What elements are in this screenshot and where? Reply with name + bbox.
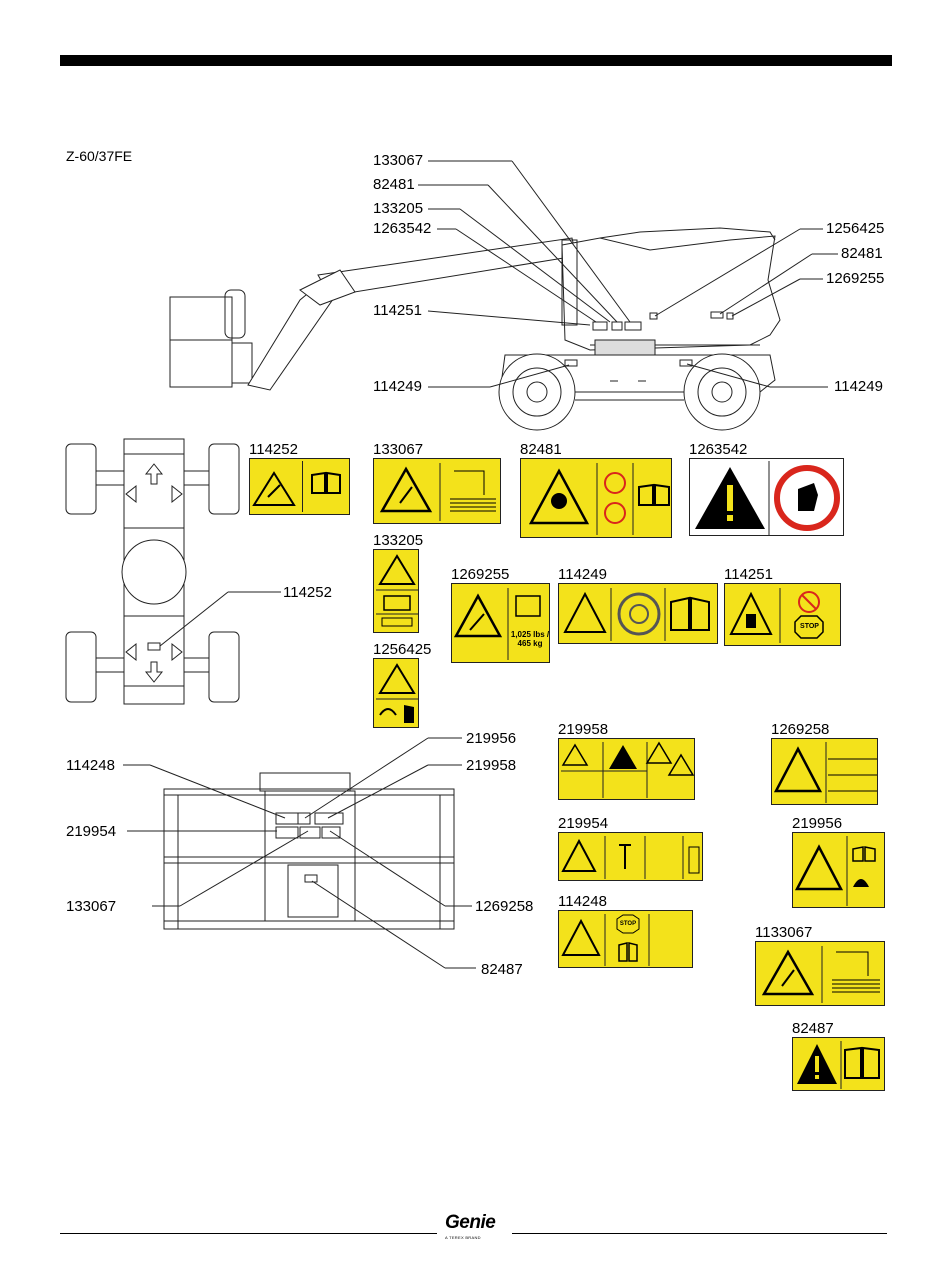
callout-label: 1263542 xyxy=(373,220,432,237)
danger-no-touch-icon xyxy=(695,461,840,535)
callout-label: 1269255 xyxy=(826,270,885,287)
load-capacity-icon xyxy=(561,836,700,879)
platform-front-view xyxy=(123,737,476,969)
callout-label: 114249 xyxy=(834,378,883,395)
decal-title: 114248 xyxy=(558,893,607,910)
callout-label: 219958 xyxy=(466,757,517,774)
fall-hazard-icon xyxy=(561,914,650,966)
callout-label: 219956 xyxy=(466,730,517,747)
genie-logo: Genie xyxy=(445,1212,496,1233)
tip-over-warning-icon xyxy=(453,588,541,660)
model-title: Z-60/37FE xyxy=(66,148,133,164)
decal-title: 1269255 xyxy=(451,566,510,583)
pinch-warning-icon xyxy=(376,663,418,723)
decal-title: 219958 xyxy=(558,721,609,738)
header-bar xyxy=(60,55,892,66)
no-smoking-fuel-icon xyxy=(729,588,824,643)
stop-sign-text: STOP xyxy=(800,623,819,630)
tip-over-warning-icon xyxy=(794,836,876,906)
decal-title: 219954 xyxy=(558,815,609,832)
decal-219958 xyxy=(558,738,695,800)
callout-label: 133205 xyxy=(373,200,424,217)
decal-title: 133205 xyxy=(373,532,424,549)
decal-114248: STOP xyxy=(558,910,693,968)
decal-1269255: 1,025 lbs / 465 kg xyxy=(451,583,550,663)
decal-219954 xyxy=(558,832,703,881)
multi-hazard-icon xyxy=(561,741,694,798)
decal-114249 xyxy=(558,583,718,644)
decal-title: 1263542 xyxy=(689,441,748,458)
decal-title: 82487 xyxy=(792,1020,834,1037)
decal-1133067 xyxy=(755,941,885,1006)
callout-label: 1269258 xyxy=(475,898,534,915)
tip-over-warning-icon xyxy=(773,742,877,803)
decal-219956 xyxy=(792,832,885,908)
machine-top-view xyxy=(65,438,281,705)
callout-label: 82481 xyxy=(841,245,883,262)
decal-114252 xyxy=(249,458,350,515)
callout-label: 133067 xyxy=(373,152,424,169)
decal-title: 1269258 xyxy=(771,721,830,738)
decal-title: 114252 xyxy=(249,441,298,458)
decal-82481 xyxy=(520,458,672,538)
callout-label: 82481 xyxy=(373,176,415,193)
callout-label: 114249 xyxy=(373,378,422,395)
read-manual-warning-icon xyxy=(797,1041,880,1089)
callout-label: 219954 xyxy=(66,823,117,840)
footer-rule-right xyxy=(512,1233,887,1234)
callout-label: 114252 xyxy=(283,584,332,601)
callout-label: 133067 xyxy=(66,898,117,915)
decal-1263542 xyxy=(689,458,844,536)
decal-1256425 xyxy=(373,658,419,728)
stop-sign-text: STOP xyxy=(619,921,637,927)
decal-133067 xyxy=(373,458,501,524)
callout-label: 1256425 xyxy=(826,220,885,237)
brand-tagline: A TEREX BRAND xyxy=(445,1235,481,1240)
decal-title: 114251 xyxy=(724,566,773,583)
callout-label: 114248 xyxy=(66,757,115,774)
decal-title: 114249 xyxy=(558,566,607,583)
callout-label: 82487 xyxy=(481,961,523,978)
decal-title: 133067 xyxy=(373,441,424,458)
tire-warning-icon xyxy=(563,588,710,641)
decal-title: 1256425 xyxy=(373,641,432,658)
decal-82487 xyxy=(792,1037,885,1091)
decal-114251: STOP xyxy=(724,583,841,646)
decal-1269258 xyxy=(771,738,878,805)
capacity-text: 1,025 lbs / 465 kg xyxy=(510,630,550,648)
decal-title: 82481 xyxy=(520,441,562,458)
electrocution-warning-icon xyxy=(761,946,880,1003)
warning-triangle-icon xyxy=(252,471,296,506)
footer-rule-left xyxy=(60,1233,437,1234)
crush-hazard-icon xyxy=(528,463,670,535)
electrocution-warning-icon xyxy=(379,463,496,521)
decal-title: 219956 xyxy=(792,815,843,832)
battery-warning-icon xyxy=(376,554,418,627)
decal-133205 xyxy=(373,549,419,633)
machine-side-view xyxy=(169,160,838,431)
manual-book-icon xyxy=(311,471,341,494)
decal-title: 1133067 xyxy=(755,924,813,941)
callout-label: 114251 xyxy=(373,302,422,319)
